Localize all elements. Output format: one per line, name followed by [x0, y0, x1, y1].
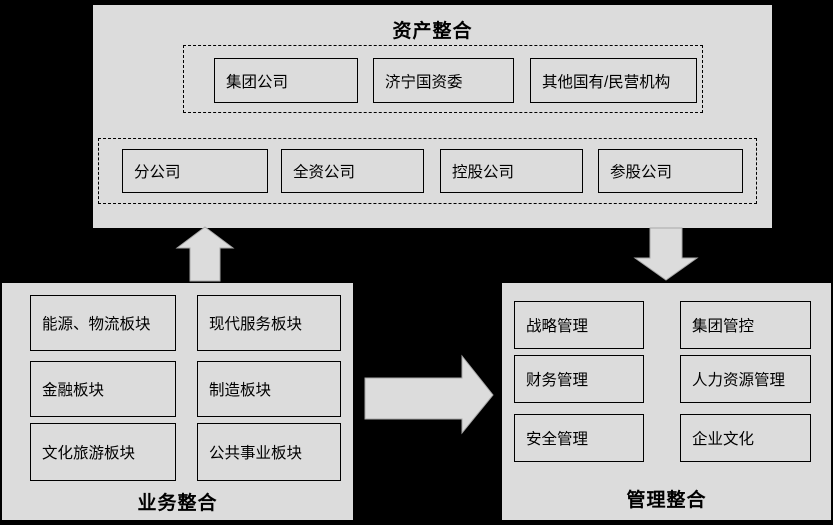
management-panel-title: 管理整合 — [626, 490, 707, 511]
asset-panel-title: 资产整合 — [392, 21, 473, 42]
node-public-utilities: 公共事业板块 — [197, 423, 341, 481]
business-integration-panel: 能源、物流板块 现代服务板块 金融板块 制造板块 文化旅游板块 公共事业板块 业… — [2, 283, 353, 520]
right-arrow-icon — [364, 354, 494, 435]
up-arrow-icon — [175, 226, 235, 282]
business-panel-title: 业务整合 — [137, 493, 218, 514]
node-hr-management: 人力资源管理 — [680, 355, 811, 403]
node-safety-management: 安全管理 — [514, 414, 644, 462]
node-strategy-management: 战略管理 — [514, 301, 644, 349]
node-group-company: 集团公司 — [214, 58, 358, 103]
node-shareholding-company: 参股公司 — [598, 149, 743, 193]
node-group-control: 集团管控 — [680, 301, 811, 349]
node-culture-tourism: 文化旅游板块 — [30, 423, 176, 481]
node-corporate-culture: 企业文化 — [680, 414, 811, 462]
node-finance: 金融板块 — [30, 361, 176, 417]
node-modern-services: 现代服务板块 — [197, 295, 341, 351]
down-arrow-icon — [633, 227, 699, 281]
node-financial-management: 财务管理 — [514, 355, 644, 403]
node-jining-sasac: 济宁国资委 — [373, 58, 514, 103]
node-other-institutions: 其他国有/民营机构 — [530, 58, 697, 103]
node-branch-company: 分公司 — [122, 149, 268, 193]
node-energy-logistics: 能源、物流板块 — [30, 295, 176, 351]
node-manufacturing: 制造板块 — [197, 361, 341, 417]
node-wholly-owned-company: 全资公司 — [281, 149, 424, 193]
management-integration-panel: 战略管理 集团管控 财务管理 人力资源管理 安全管理 企业文化 管理整合 — [502, 283, 831, 520]
owners-group: 集团公司 济宁国资委 其他国有/民营机构 — [183, 45, 703, 113]
asset-integration-panel: 资产整合 集团公司 济宁国资委 其他国有/民营机构 分公司 全资公司 控股公司 … — [93, 5, 772, 228]
node-holding-company: 控股公司 — [440, 149, 583, 193]
companies-group: 分公司 全资公司 控股公司 参股公司 — [98, 138, 757, 204]
